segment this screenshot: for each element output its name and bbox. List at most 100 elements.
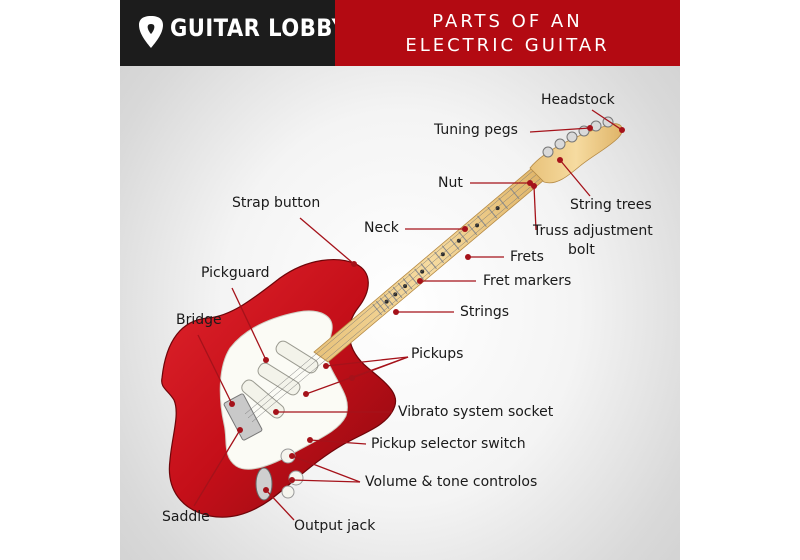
fret-wire	[441, 245, 452, 257]
label-nut: Nut	[438, 175, 463, 191]
fret-wire	[408, 273, 419, 285]
label-saddle: Saddle	[162, 509, 210, 525]
leader-headstock	[591, 109, 623, 131]
leader-pickups-a	[325, 356, 409, 367]
title-banner: PARTS OF AN ELECTRIC GUITAR	[335, 0, 680, 66]
string-line	[251, 177, 542, 423]
dot-fret-markers	[417, 278, 423, 284]
label-selector: Pickup selector switch	[371, 436, 526, 452]
dot-pickups-b	[349, 375, 355, 381]
dot-tone	[289, 477, 295, 483]
label-bridge: Bridge	[176, 312, 222, 328]
fret-wire	[414, 268, 424, 280]
dot-tuning-pegs	[587, 125, 593, 131]
label-output-jack: Output jack	[294, 518, 376, 534]
fret-marker-dot	[495, 206, 500, 211]
fret-wire	[375, 300, 386, 313]
tone-knob-2	[281, 485, 295, 499]
dot-volume	[289, 453, 295, 459]
string-line	[247, 173, 538, 419]
pickup-middle	[257, 362, 301, 396]
dot-saddle	[237, 427, 243, 433]
fret-marker-dot	[475, 223, 480, 228]
fret-wire	[487, 206, 498, 219]
leader-dots	[229, 125, 625, 493]
tuning-peg	[566, 131, 578, 143]
fret-wire	[427, 257, 437, 270]
dot-string-trees	[557, 157, 563, 163]
label-pickups: Pickups	[411, 346, 464, 362]
brand-logo-text: GUITAR LOBBY	[170, 14, 348, 42]
leader-saddle	[193, 429, 241, 507]
title-line-2: ELECTRIC GUITAR	[405, 35, 610, 56]
fret-wire	[402, 278, 413, 290]
leader-pickups-c	[305, 356, 409, 395]
label-volume-tone: Volume & tone controlos	[365, 474, 538, 490]
brand-bar: GUITAR LOBBY	[120, 0, 347, 66]
infographic-panel: GUITAR LOBBY PARTS OF AN ELECTRIC GUITAR	[120, 0, 680, 560]
label-tuning-pegs: Tuning pegs	[434, 122, 518, 138]
fret-wire	[449, 238, 460, 250]
label-strap-button: Strap button	[232, 195, 321, 211]
leader-lines	[193, 109, 623, 521]
leader-string-trees	[559, 159, 591, 197]
label-frets: Frets	[510, 249, 544, 265]
leader-volume-tone-b	[291, 479, 361, 483]
label-neck: Neck	[364, 220, 399, 236]
label-truss-line2: bolt	[568, 242, 595, 258]
dot-output-jack	[263, 487, 269, 493]
dot-selector	[307, 437, 313, 443]
fret-marker-dot	[393, 292, 398, 297]
fret-wire	[509, 187, 520, 200]
dot-headstock	[619, 127, 625, 133]
tuning-peg	[542, 146, 554, 158]
fret-wire	[388, 290, 398, 302]
dot-frets	[465, 254, 471, 260]
dot-pickups-c	[303, 391, 309, 397]
string-line	[244, 169, 535, 415]
pickup-neck	[275, 340, 319, 374]
dot-vibrato	[273, 409, 279, 415]
dot-bridge	[229, 401, 235, 407]
leader-selector	[309, 439, 367, 445]
dot-pickups-a	[323, 363, 329, 369]
dot-truss-bolt	[531, 183, 537, 189]
dot-strap-button	[351, 261, 357, 267]
fret-wire	[392, 286, 403, 299]
label-strings: Strings	[460, 304, 510, 320]
fret-wire	[477, 215, 487, 227]
fret-marker-dot	[456, 238, 461, 243]
fret-marker-dot	[384, 299, 389, 304]
output-jack-plate	[255, 467, 273, 501]
leader-strap-button	[299, 217, 355, 265]
fret-wire	[397, 282, 408, 294]
fret-wire	[379, 297, 390, 310]
fret-wire	[498, 197, 509, 210]
label-headstock: Headstock	[541, 92, 615, 108]
dot-neck	[462, 226, 468, 232]
leader-truss-bolt	[533, 185, 537, 231]
fret-wire	[467, 223, 478, 236]
label-truss-line1: Truss adjustment	[533, 223, 653, 239]
fret-wire	[372, 303, 383, 316]
label-string-trees: String trees	[570, 197, 652, 213]
fret-wire	[458, 231, 469, 243]
fret-wire	[420, 263, 431, 275]
label-fret-markers: Fret markers	[483, 273, 572, 289]
tuning-peg	[554, 138, 566, 150]
fret-marker-dot	[403, 284, 408, 289]
leader-tuning-pegs	[529, 127, 591, 133]
guitar-pick-logo-icon	[139, 16, 163, 48]
fret-wire	[434, 251, 444, 264]
leader-pickguard	[231, 287, 267, 361]
fret-group	[372, 187, 520, 316]
leader-volume-tone-a	[291, 455, 361, 483]
fret-marker-group	[384, 206, 500, 304]
label-vibrato: Vibrato system socket	[398, 404, 554, 420]
guitar-diagram	[161, 109, 625, 521]
dot-pickguard	[263, 357, 269, 363]
fret-wire	[383, 294, 394, 306]
title-line-1: PARTS OF AN	[432, 11, 583, 32]
leader-output-jack	[265, 489, 295, 521]
